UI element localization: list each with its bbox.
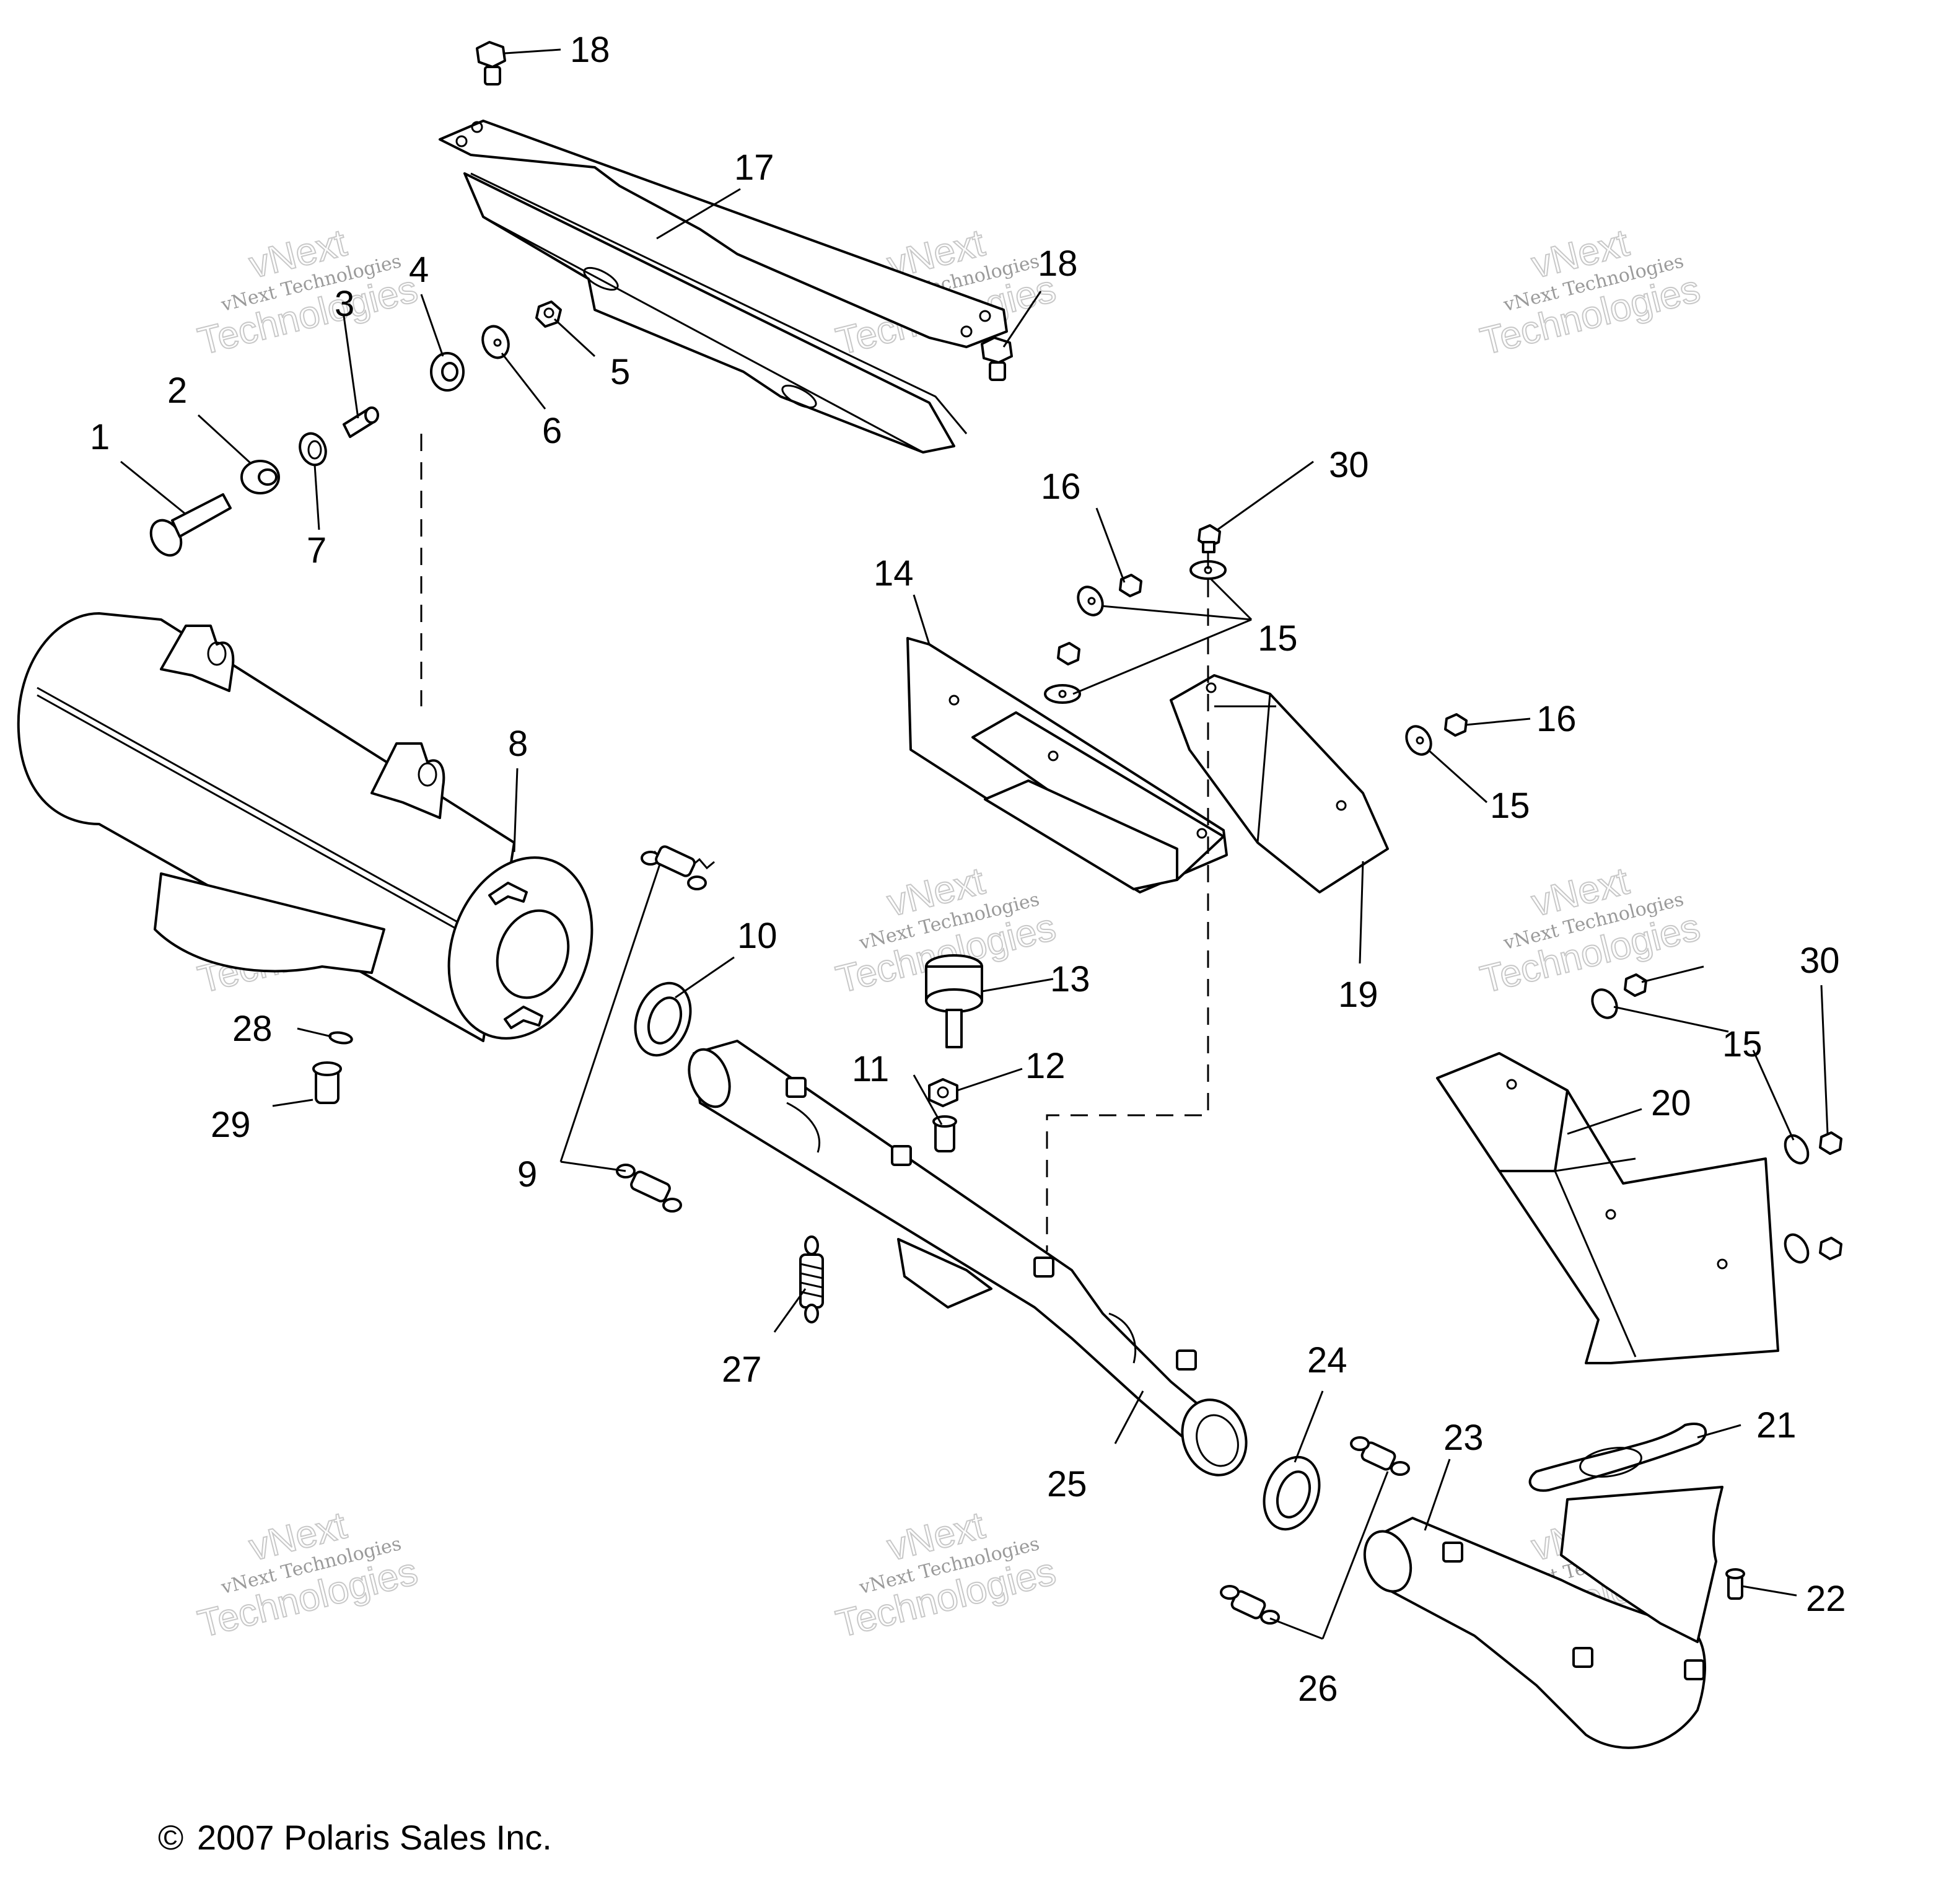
watermark: vNext vNext Technologies Technologies: [1476, 859, 1705, 1002]
plug-part-29: [312, 1061, 342, 1104]
callout-30-a: 30: [1329, 445, 1369, 485]
heat-shield-part-14: [906, 637, 1228, 893]
bushing-part-4: [430, 352, 465, 392]
bolt-part-18-top: [476, 41, 506, 86]
washer-part-15-f: [1784, 1134, 1810, 1165]
callout-28: 28: [232, 1009, 273, 1049]
bolt-part-30-d: [1819, 1237, 1842, 1260]
copyright-symbol: ©: [158, 1818, 183, 1857]
bumper-part-13: [925, 954, 983, 1048]
callout-numbers: 1 2 3 4 5 6 7 8 9 10 11 12 13 14 15 15 1…: [90, 30, 1846, 1709]
callout-11: 11: [852, 1049, 889, 1089]
muffler-part-8: [17, 612, 593, 1042]
callout-1: 1: [90, 417, 110, 457]
watermark: vNext vNext Technologies Technologies: [831, 1503, 1061, 1646]
callout-23: 23: [1443, 1418, 1484, 1458]
callout-18-a: 18: [570, 30, 610, 70]
washer-part-15-c: [1044, 684, 1081, 704]
spacer-part-3: [343, 406, 379, 438]
callout-18-b: 18: [1038, 243, 1078, 284]
callout-29: 29: [211, 1105, 251, 1145]
bolt-part-16-b: [1057, 642, 1080, 665]
spring-part-9-bottom: [616, 1164, 682, 1213]
washer-part-15-e: [1591, 988, 1618, 1019]
heat-shield-part-19: [1170, 674, 1389, 893]
callout-20: 20: [1651, 1083, 1691, 1123]
bolt-part-30-b: [1624, 973, 1647, 997]
callout-3: 3: [335, 284, 354, 324]
spring-part-9-top: [641, 845, 715, 890]
callout-8: 8: [508, 724, 528, 764]
callout-16-a: 16: [1041, 467, 1081, 507]
callout-4: 4: [409, 250, 429, 290]
bracket-part-17: [439, 120, 1008, 454]
nut-part-12: [928, 1078, 958, 1107]
callout-15-a: 15: [1258, 618, 1298, 659]
callout-30-b: 30: [1800, 941, 1840, 981]
insert-part-11: [932, 1115, 957, 1152]
watermark: vNext vNext Technologies Technologies: [193, 221, 423, 364]
washer-part-6: [481, 325, 510, 359]
callout-7: 7: [307, 530, 326, 571]
callout-9: 9: [517, 1154, 537, 1195]
washer-part-15-g: [1784, 1233, 1810, 1264]
bolt-part-30-a: [1198, 524, 1221, 553]
mid-pipe-part-25: [688, 1040, 1248, 1476]
callout-10: 10: [737, 916, 777, 956]
washer-part-15-a: [1077, 586, 1104, 616]
washer-part-15-b: [1189, 560, 1227, 580]
bolt-part-30-c: [1819, 1131, 1842, 1155]
callout-5: 5: [610, 352, 630, 392]
bolt-part-16-a: [1119, 574, 1142, 597]
callout-12: 12: [1025, 1046, 1066, 1086]
callout-15-b: 15: [1490, 786, 1530, 826]
spring-part-26-top: [1350, 1436, 1410, 1476]
bolt-part-16-c: [1444, 713, 1468, 737]
flange-gasket-part-21: [1528, 1423, 1707, 1492]
callout-24: 24: [1307, 1340, 1347, 1380]
callout-21: 21: [1756, 1405, 1797, 1446]
callout-27: 27: [722, 1349, 762, 1390]
bolt-part-22: [1725, 1568, 1745, 1600]
washer-part-7: [299, 432, 327, 467]
heat-shield-part-20: [1436, 1052, 1779, 1364]
spring-part-26-bottom: [1220, 1585, 1280, 1625]
head-pipe-part-23: [1363, 1486, 1723, 1749]
gasket-part-24: [1263, 1455, 1321, 1531]
callout-26: 26: [1298, 1669, 1338, 1709]
washer-part-15-d: [1405, 725, 1432, 756]
callout-16-b: 16: [1536, 699, 1577, 739]
callout-17: 17: [734, 147, 774, 188]
leader-lines: [120, 48, 1829, 1640]
copyright-notice: © 2007 Polaris Sales Inc.: [158, 1818, 552, 1857]
watermark: vNext vNext Technologies Technologies: [193, 1503, 423, 1646]
watermark: vNext vNext Technologies Technologies: [1476, 221, 1705, 364]
callout-13: 13: [1050, 959, 1090, 999]
callout-22: 22: [1806, 1579, 1846, 1619]
callout-14: 14: [874, 553, 914, 594]
grommet-part-2: [240, 460, 280, 494]
callout-6: 6: [542, 411, 562, 451]
gasket-part-10: [634, 981, 692, 1057]
spring-part-27: [799, 1235, 824, 1323]
clip-part-28: [328, 1031, 353, 1045]
copyright-text: 2007 Polaris Sales Inc.: [197, 1818, 552, 1857]
bolt-part-1: [149, 493, 232, 557]
callout-19: 19: [1338, 975, 1378, 1015]
callout-2: 2: [167, 371, 187, 411]
bolt-part-18-right: [981, 336, 1013, 381]
callout-25: 25: [1047, 1464, 1087, 1504]
callout-15-c: 15: [1722, 1024, 1763, 1064]
nut-part-5: [535, 301, 562, 328]
assembly-guide-line-2: [1046, 551, 1209, 1252]
